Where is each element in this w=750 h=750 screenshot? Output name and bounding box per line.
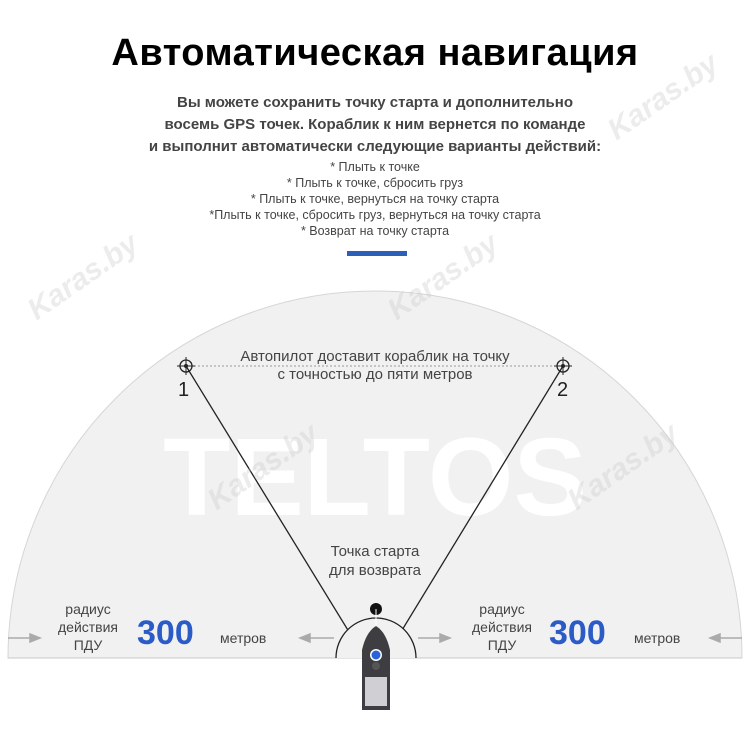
intro-line: Вы можете сохранить точку старта и допол…	[176, 94, 573, 111]
radius-value-right: 300	[549, 614, 606, 652]
start-line: для возврата	[328, 562, 421, 579]
arrow-left-icon	[707, 632, 742, 644]
accuracy-line: Автопилот доставит кораблик на точку	[240, 348, 510, 365]
radius-unit-left: метров	[220, 630, 267, 646]
intro-line: и выполнит автоматически следующие вариа…	[148, 138, 602, 155]
target-icon	[177, 357, 195, 375]
route-line-1	[185, 365, 355, 641]
radius-line: ПДУ	[73, 637, 103, 653]
point-1-label: 1	[178, 379, 190, 401]
options-list: * Плыть к точке * Плыть к точке, сбросит…	[0, 159, 750, 239]
intro-line: восемь GPS точек. Кораблик к ним вернетс…	[164, 116, 586, 133]
accent-divider	[347, 251, 407, 256]
accuracy-line: с точностью до пяти метров	[277, 366, 473, 383]
route-line-2	[395, 365, 564, 641]
radius-line: действия	[57, 619, 119, 635]
accuracy-caption: Автопилот доставит кораблик на точку с т…	[200, 348, 550, 384]
radius-line: действия	[471, 619, 533, 635]
range-semicircle	[7, 290, 743, 659]
option-item: *Плыть к точке, сбросить груз, вернуться…	[209, 208, 541, 222]
target-icon	[554, 357, 572, 375]
radius-value-left: 300	[137, 614, 194, 652]
option-item: * Плыть к точке, сбросить груз	[286, 176, 464, 190]
option-item: * Возврат на точку старта	[300, 224, 450, 238]
start-point-caption: Точка старта для возврата	[300, 542, 450, 580]
option-item: * Плыть к точке, вернуться на точку стар…	[250, 192, 500, 206]
boat-icon	[362, 626, 390, 710]
radius-line: радиус	[65, 601, 111, 617]
radius-caption-left: радиус действия ПДУ	[48, 600, 128, 654]
arrow-right-icon	[8, 632, 43, 644]
option-item: * Плыть к точке	[330, 160, 420, 174]
arrow-right-icon	[418, 632, 453, 644]
radius-line: радиус	[479, 601, 525, 617]
radius-unit-right: метров	[634, 630, 681, 646]
page-title: Автоматическая навигация	[111, 32, 639, 74]
arrow-left-icon	[297, 632, 334, 644]
start-line: Точка старта	[330, 543, 420, 560]
point-2-label: 2	[557, 379, 569, 401]
radius-line: ПДУ	[487, 637, 517, 653]
intro-text: Вы можете сохранить точку старта и допол…	[0, 92, 750, 158]
radius-caption-right: радиус действия ПДУ	[462, 600, 542, 654]
brand-watermark: TELTOS	[163, 416, 587, 539]
